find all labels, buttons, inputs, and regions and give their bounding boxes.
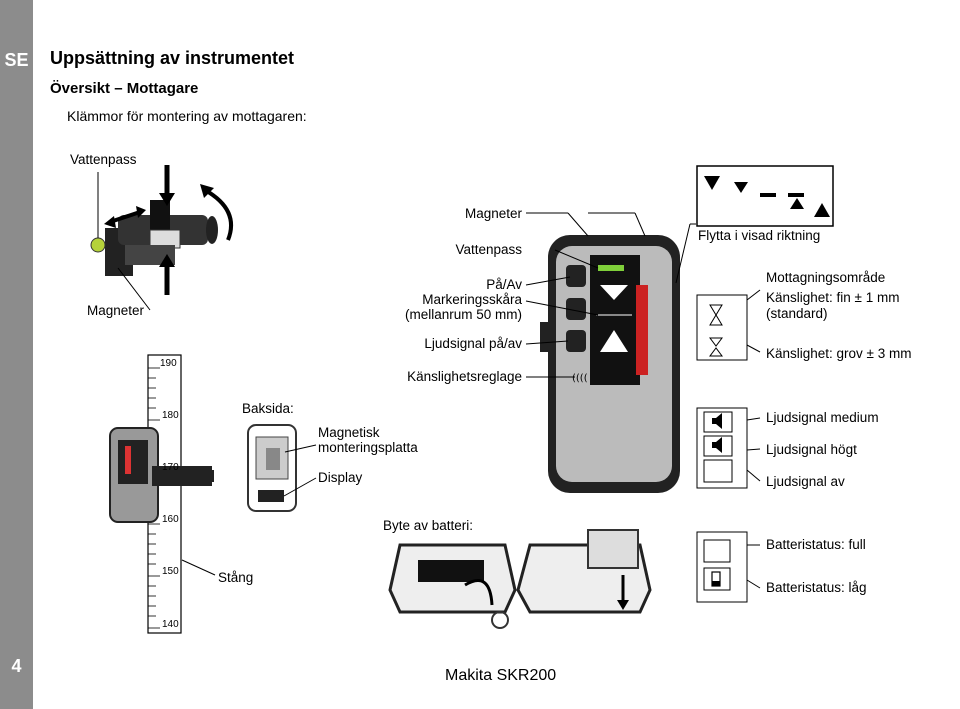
sound-medium-label: Ljudsignal medium	[766, 410, 879, 425]
rod-tick-label: 190	[160, 358, 177, 369]
rod-drawing	[109, 354, 216, 634]
magnetic-plate-label: Magnetisk monteringsplatta	[318, 425, 418, 455]
page-title: Uppsättning av instrumentet	[50, 48, 295, 68]
clamp-magnets-label: Magneter	[87, 303, 145, 318]
rod-tick-label: 170	[162, 462, 179, 473]
back-side-drawing	[247, 424, 317, 512]
sidebar	[0, 0, 33, 709]
front-receiver-drawing: ((((	[525, 212, 696, 493]
rod-label: Stång	[218, 570, 254, 585]
display-legend-drawing	[696, 165, 834, 603]
rod-tick-label: 150	[162, 566, 179, 577]
intro-text: Klämmor för montering av mottagaren:	[67, 108, 307, 124]
back-side-heading: Baksida:	[242, 401, 294, 416]
coarse-sensitivity-label: Känslighet: grov ± 3 mm	[766, 346, 912, 361]
notch-label: Markeringsskåra	[422, 292, 522, 307]
sound-high-label: Ljudsignal högt	[766, 442, 857, 457]
clamp-level-label: Vattenpass	[70, 152, 137, 167]
sensitivity-label: Känslighetsreglage	[407, 369, 522, 384]
battery-change-label: Byte av batteri:	[383, 518, 474, 533]
power-label: På/Av	[486, 277, 522, 292]
footer-model: Makita SKR200	[445, 667, 557, 684]
fine-sensitivity-note: (standard)	[766, 306, 828, 321]
display-label: Display	[318, 470, 363, 485]
battery-low-label: Batteristatus: låg	[766, 580, 867, 595]
reception-area-label: Mottagningsområde	[766, 270, 886, 285]
page-subtitle: Översikt – Mottagare	[50, 80, 199, 97]
sound-off-label: Ljudsignal av	[766, 474, 845, 489]
sound-label: Ljudsignal på/av	[424, 336, 522, 351]
front-level-label: Vattenpass	[455, 242, 522, 257]
rod-tick-label: 160	[162, 514, 179, 525]
battery-change-drawing	[388, 529, 652, 629]
fine-sensitivity-label: Känslighet: fin ± 1 mm	[766, 290, 900, 305]
battery-full-label: Batteristatus: full	[766, 537, 866, 552]
notch-note: (mellanrum 50 mm)	[404, 307, 522, 322]
page-number: 4	[11, 656, 22, 676]
language-code: SE	[4, 50, 29, 70]
rod-tick-label: 180	[162, 410, 179, 421]
rod-tick-label: 140	[162, 619, 179, 630]
move-direction-label: Flytta i visad riktning	[698, 228, 821, 243]
clamp-drawing	[90, 165, 234, 311]
svg-text:((((: ((((	[572, 373, 588, 384]
front-magnets-label: Magneter	[464, 206, 522, 221]
